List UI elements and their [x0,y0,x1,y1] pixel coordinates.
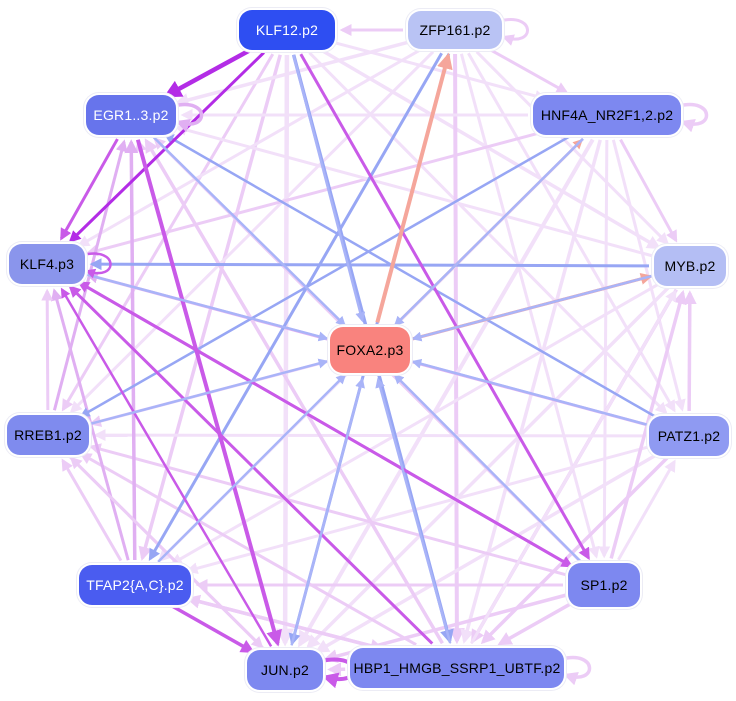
edge-klf12-to-jun [276,54,295,647]
edge-rreb1-to-klf4 [41,288,54,411]
self-loop-klf4 [82,252,112,279]
edge-hbp1-to-klf4 [68,285,434,645]
node-label: KLF4.p3 [19,256,75,272]
self-loop-hbp1 [561,655,592,686]
edge-hbp1-to-foxa2 [375,377,452,644]
node-label: SP1.p2 [580,577,628,593]
edge-zfp161-to-hnf4a [487,47,569,94]
edge-myb-to-egr1 [174,124,653,258]
edge-sp1-to-foxa2 [393,373,583,564]
node-label: MYB.p2 [664,258,716,274]
edge-patz1-to-egr1 [163,133,659,420]
edge-sp1-to-patz1 [617,459,676,561]
edge-patz1-to-myb [682,290,697,412]
edge-klf4-to-sp1 [76,280,574,568]
edge-tfap2-to-klf4 [51,288,130,561]
edge-myb-to-tfap2 [170,281,661,565]
node-myb[interactable]: MYB.p2 [654,246,726,286]
edge-zfp161-to-sp1 [459,53,600,559]
edge-rreb1-to-jun [69,455,264,649]
node-tfap2[interactable]: TFAP2{A,C}.p2 [79,565,191,605]
edge-tfap2-to-rreb1 [61,458,123,562]
edge-hbp1-to-rreb1 [79,452,417,647]
node-label: FOXA2.p3 [336,342,404,358]
self-loop-hnf4a [678,102,709,133]
node-label: HBP1_HMGB_SSRP1_UBTF.p2 [353,660,561,676]
node-sp1[interactable]: SP1.p2 [568,563,640,607]
edge-zfp161-to-hbp1 [448,53,465,645]
node-label: PATZ1.p2 [657,428,721,444]
edge-foxa2-to-zfp161 [375,52,453,323]
edge-hbp1-to-egr1 [144,138,444,645]
node-patz1[interactable]: PATZ1.p2 [649,416,729,456]
node-label: RREB1.p2 [14,427,82,443]
node-hnf4a[interactable]: HNF4A_NR2F1,2.p2 [533,95,681,135]
node-jun[interactable]: JUN.p2 [247,650,323,690]
edge-patz1-to-rreb1 [93,429,645,442]
self-loop-egr1 [173,102,204,133]
edge-jun-to-foxa2 [290,377,365,646]
edge-patz1-to-foxa2 [411,358,649,427]
edge-egr1-to-foxa2 [152,136,346,327]
edge-egr1-to-klf4 [60,138,119,241]
edge-rreb1-to-foxa2 [89,358,329,426]
node-label: JUN.p2 [261,662,309,678]
node-foxa2[interactable]: FOXA2.p3 [330,327,410,373]
edge-klf12-to-foxa2 [292,54,366,323]
node-egr1[interactable]: EGR1..3.p2 [86,95,176,135]
node-zfp161[interactable]: ZFP161.p2 [408,11,502,49]
edge-jun-to-klf4 [60,287,273,647]
edge-myb-to-foxa2 [411,274,653,342]
node-hbp1[interactable]: HBP1_HMGB_SSRP1_UBTF.p2 [350,648,564,688]
edge-zfp161-to-myb [475,50,670,245]
edge-klf4-to-foxa2 [85,273,329,342]
edge-klf12-to-sp1 [299,53,590,561]
edge-myb-to-klf4 [89,258,650,271]
edge-patz1-to-hbp1 [480,456,669,645]
edge-tfap2-to-egr1 [124,139,139,561]
edge-sp1-to-hbp1 [497,601,574,646]
edge-tfap2-to-jun [169,603,255,654]
edge-klf12-to-myb [319,47,662,250]
node-label: EGR1..3.p2 [93,107,169,123]
edge-hnf4a-to-foxa2 [393,137,584,327]
edge-klf12-to-klf4 [68,51,265,243]
edge-zfp161-to-egr1 [174,40,411,107]
edge-hnf4a-to-hbp1 [460,139,602,644]
node-label: KLF12.p2 [255,22,319,38]
edge-hnf4a-to-rreb1 [79,135,570,417]
node-label: HNF4A_NR2F1,2.p2 [540,107,674,123]
edge-tfap2-to-foxa2 [157,373,347,563]
edge-hnf4a-to-myb [619,138,678,243]
node-rreb1[interactable]: RREB1.p2 [7,415,89,455]
node-label: ZFP161.p2 [419,22,491,38]
self-loop-zfp161 [499,18,529,46]
node-klf4[interactable]: KLF4.p3 [9,244,85,284]
edge-klf12-to-egr1 [163,46,254,98]
node-klf12[interactable]: KLF12.p2 [239,10,335,50]
edge-hbp1-to-myb [470,289,677,644]
edge-zfp161-to-tfap2 [148,52,443,562]
node-label: TFAP2{A,C}.p2 [86,577,184,593]
